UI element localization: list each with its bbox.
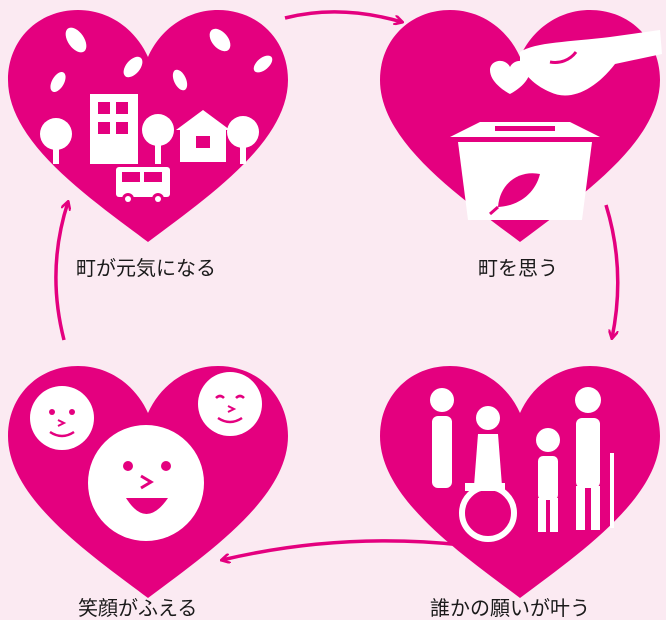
arrow-right <box>604 204 620 338</box>
step-label-lively-town: 町が元気になる <box>76 256 216 280</box>
family-with-wheelchair-icon <box>430 387 614 542</box>
arrow-top <box>284 10 402 22</box>
hand-dropping-heart-into-box-icon <box>450 30 662 220</box>
heart-shape <box>380 366 660 598</box>
heart-think-of-town <box>380 10 662 242</box>
heart-more-smiles <box>8 366 288 598</box>
heart-lively-town <box>8 10 288 242</box>
arrow-bottom <box>222 539 463 560</box>
smiling-faces-icon <box>30 372 262 541</box>
step-label-wish-granted: 誰かの願いが叶う <box>430 596 590 620</box>
arrow-left <box>54 202 68 341</box>
step-label-more-smiles: 笑顔がふえる <box>78 596 198 620</box>
lively-town-icon <box>40 27 273 205</box>
step-label-think-of-town: 町を思う <box>478 256 558 280</box>
heart-wish-granted <box>380 366 660 598</box>
